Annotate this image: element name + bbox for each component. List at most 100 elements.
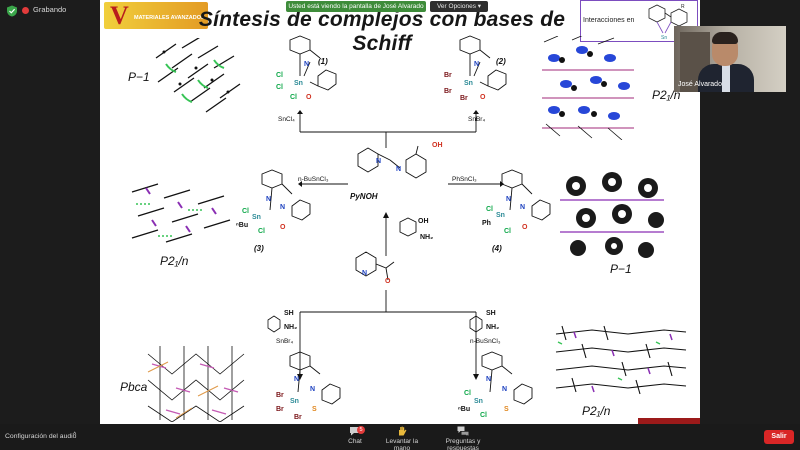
chat-button[interactable]: Chat [340, 426, 370, 445]
hand-icon [399, 426, 407, 436]
atom-nbu-3: ⁿBu [236, 222, 249, 229]
chat-unread-badge: 5 [357, 426, 365, 434]
atom-n-brs-a: N [294, 376, 300, 383]
leave-button[interactable]: Salir [764, 430, 794, 444]
raise-hand-label: Levantar la mano [385, 438, 419, 450]
qa-button[interactable]: Preguntas y respuestas [430, 426, 496, 450]
webcam-video[interactable] [674, 26, 786, 92]
shield-icon [7, 5, 17, 17]
reagent-snbr4-bottom: SnBr₄ [276, 338, 294, 345]
atom-cl-3a: Cl [242, 208, 249, 215]
space-group-bottom-left: Pbca [120, 380, 148, 394]
space-group-top-right: P2₁/n [652, 88, 681, 102]
atom-cl-4a: Cl [486, 206, 493, 213]
view-options-button[interactable]: Ver Opciones ▾ [430, 1, 488, 12]
atom-cl-cls-b: Cl [480, 412, 487, 419]
compound-2-label: (2) [496, 57, 506, 66]
atom-sn-cls: Sn [474, 398, 483, 405]
atom-n-aldehyde: N [362, 270, 368, 277]
raise-hand-button[interactable]: Levantar la mano [378, 426, 426, 450]
screen-share-banner: Usted está viendo la pantalla de José Al… [286, 1, 426, 12]
atom-oh-pynoh: OH [432, 142, 443, 149]
atom-nh2-right: NH₂ [486, 324, 500, 331]
reagent-phsncl3: PhSnCl₃ [452, 176, 477, 183]
recording-label: Grabando [33, 5, 67, 14]
atom-n-4a: N [506, 196, 512, 203]
webcam-participant-name: José Alvarado [678, 81, 722, 88]
crystal-packing-top-left [155, 38, 241, 113]
atom-nh2-aminophenol: NH₂ [420, 234, 434, 241]
complex-br-s-structure [289, 351, 341, 405]
reagent-sncl4: SnCl₄ [278, 116, 295, 123]
atom-sn-brs: Sn [290, 398, 299, 405]
space-group-bottom-right: P2₁/n [582, 404, 611, 418]
complex-2-structure [459, 35, 507, 91]
atom-s-cls: S [504, 406, 509, 413]
qa-icon [457, 426, 469, 436]
atom-n-cls-b: N [502, 386, 508, 393]
pyridine-aldehyde-structure [355, 251, 395, 281]
aminothiophenol-left-structure [267, 315, 281, 333]
crystal-packing-top-right [542, 36, 634, 140]
reaction-arrows-top [297, 110, 479, 148]
atom-cl-1a: Cl [276, 72, 283, 79]
chat-label: Chat [348, 438, 362, 445]
atom-sh-left: SH [284, 310, 294, 317]
atom-n-cls-a: N [486, 376, 492, 383]
atom-br-brs-a: Br [276, 392, 284, 399]
atom-sn-3: Sn [252, 214, 261, 221]
complex-3-structure [261, 169, 311, 221]
atom-sn-2: Sn [464, 80, 473, 87]
atom-cl-cls-a: Cl [464, 390, 471, 397]
atom-cl-1b: Cl [276, 84, 283, 91]
atom-br-2a: Br [444, 72, 452, 79]
complex-1-structure [289, 35, 337, 91]
inset-label: Interacciones en [583, 17, 635, 24]
atom-cl-4b: Cl [504, 228, 511, 235]
atom-n-3a: N [266, 196, 272, 203]
space-group-mid-left: P2₁/n [160, 254, 189, 268]
atom-sn-4: Sn [496, 212, 505, 219]
slide-footer-bar [638, 418, 700, 424]
atom-n-brs-b: N [310, 386, 316, 393]
atom-br-brs-b: Br [276, 406, 284, 413]
atom-o-aldehyde: O [385, 278, 391, 285]
chevron-up-icon[interactable]: ^ [73, 432, 77, 439]
slide-title: Síntesis de complejos con bases de Schif… [198, 8, 566, 55]
crystal-packing-mid-left [131, 183, 231, 243]
atom-br-2b: Br [444, 88, 452, 95]
pynoh-structure [357, 145, 427, 179]
recording-dot-icon [22, 7, 29, 14]
reaction-arrows-bottom [297, 290, 479, 380]
reagent-nbusncl3-right: n-BuSnCl₃ [470, 338, 501, 345]
atom-cl-1c: Cl [290, 94, 297, 101]
atom-s-brs: S [312, 406, 317, 413]
crystal-packing-mid-right [560, 172, 664, 258]
reagent-snbr4-top: SnBr₄ [468, 116, 486, 123]
atom-nbu-cls: ⁿBu [458, 406, 471, 413]
compound-4-label: (4) [492, 244, 502, 253]
atom-cl-3b: Cl [258, 228, 265, 235]
atom-o-3: O [280, 224, 286, 231]
aminothiophenol-right-structure [469, 315, 483, 333]
atom-n-pynoh-py: N [376, 158, 382, 165]
crystal-packing-bottom-left [147, 346, 245, 422]
inset-structure: Sn R [648, 4, 688, 41]
shared-slide: V MATERIALES AVANZADOS Síntesis de compl… [100, 0, 700, 424]
center-ligand-label: PyNOH [350, 192, 378, 201]
space-group-top-left: P−1 [128, 70, 150, 84]
complex-4-structure [501, 169, 551, 221]
atom-n-4b: N [520, 204, 526, 211]
atom-br-brs-c: Br [294, 414, 302, 421]
audio-settings-button[interactable]: Configuración del audio [5, 433, 77, 440]
compound-1-label: (1) [318, 57, 328, 66]
atom-oh-aminophenol: OH [418, 218, 429, 225]
conference-logo: V MATERIALES AVANZADOS [104, 2, 208, 29]
atom-sn-1: Sn [294, 80, 303, 87]
atom-n-2: N [474, 61, 480, 68]
atom-o-1: O [306, 94, 312, 101]
svg-text:Sn: Sn [661, 35, 667, 41]
atom-ph-4: Ph [482, 220, 491, 227]
atom-n-pynoh-imine: N [396, 166, 402, 173]
